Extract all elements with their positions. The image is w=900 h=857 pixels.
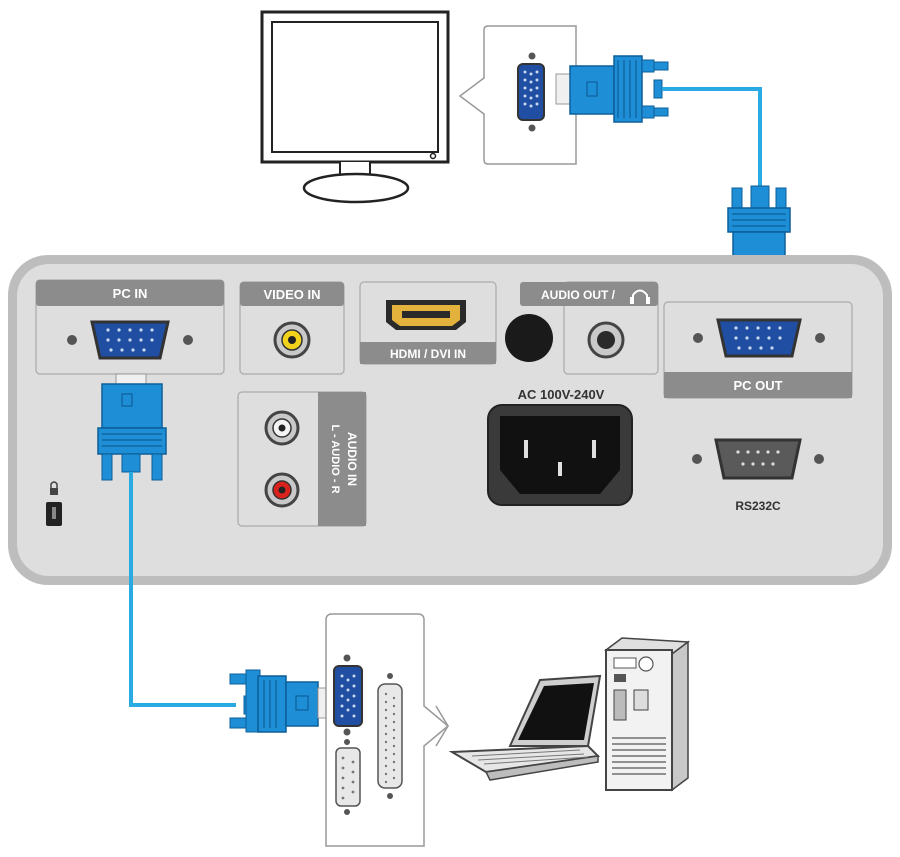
audio-in-label: AUDIO IN xyxy=(345,432,359,486)
headphone-icon xyxy=(630,289,650,304)
rs232c-port xyxy=(714,438,802,480)
monitor-illustration xyxy=(260,10,450,204)
audio-lr-label: L - AUDIO - R xyxy=(329,424,341,493)
monitor-vga-port xyxy=(517,52,545,132)
vga-plug-computer xyxy=(229,669,329,733)
computer-serial-port xyxy=(335,739,361,815)
laptop-illustration xyxy=(448,674,602,781)
audio-out-label: AUDIO OUT / xyxy=(541,288,616,302)
vga-cable-monitor xyxy=(662,87,762,192)
hdmi-port-group: HDMI / DVI IN xyxy=(359,281,497,365)
ac-power-label: AC 100V-240V xyxy=(518,387,605,402)
vga-cable-computer xyxy=(129,472,236,707)
pc-out-port-group: PC OUT xyxy=(663,301,853,399)
ir-sensor xyxy=(505,314,553,362)
projector-back-panel xyxy=(8,255,892,585)
chevron-arrow-icon xyxy=(435,705,449,747)
pc-out-label: PC OUT xyxy=(733,378,782,393)
ac-power-group: AC 100V-240V xyxy=(487,387,633,506)
kensington-lock-icon xyxy=(46,481,62,526)
vga-plug-monitor xyxy=(569,55,669,123)
rs232c-label: RS232C xyxy=(735,499,781,513)
audio-in-port-group: AUDIO IN L - AUDIO - R xyxy=(237,391,367,527)
hdmi-dvi-in-label: HDMI / DVI IN xyxy=(390,347,466,361)
video-in-label: VIDEO IN xyxy=(263,287,320,302)
vga-plug-pc-in xyxy=(97,373,167,481)
pc-in-port-group: PC IN xyxy=(35,279,225,375)
desktop-pc-illustration xyxy=(603,637,691,792)
video-in-port-group: VIDEO IN xyxy=(239,281,345,375)
audio-out-port-group: AUDIO OUT / xyxy=(520,281,659,375)
computer-port-callout xyxy=(325,613,450,847)
computer-parallel-port xyxy=(377,673,403,799)
audio-out-jack xyxy=(597,331,615,349)
monitor-port-callout xyxy=(458,25,577,165)
computer-vga-port xyxy=(333,654,363,736)
pc-in-label: PC IN xyxy=(113,286,148,301)
rs232c-port-group: RS232C xyxy=(692,438,824,513)
ac-power-inlet xyxy=(500,416,620,494)
